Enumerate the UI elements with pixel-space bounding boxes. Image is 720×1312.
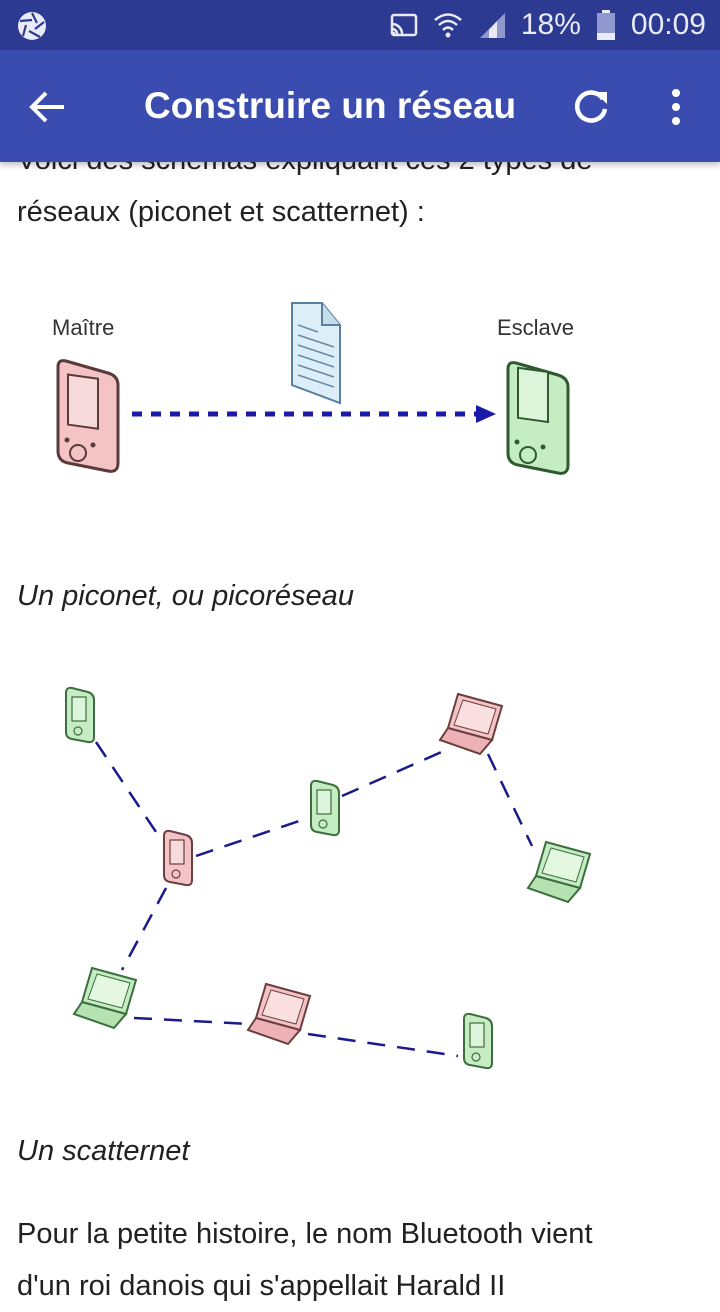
scatternet-diagram [65,686,591,1070]
article-content: Voici des schémas expliquant ces 2 types… [17,144,593,1302]
clock: 00:09 [630,8,706,41]
master-device-icon [56,359,120,473]
piconet-caption: Un piconet, ou picoréseau [17,580,354,612]
master-label: Maître [52,315,114,340]
arrow-back-icon[interactable] [22,82,72,132]
battery-percent: 18% [520,8,581,41]
more-vertical-icon[interactable] [654,82,698,132]
signal-icon [479,13,505,38]
network-links [94,741,534,1058]
master-laptop-2 [247,983,311,1045]
wifi-icon [434,13,462,38]
app-bar: Construire un réseau [0,50,720,162]
slave-device-3 [463,1012,493,1070]
slave-label: Esclave [497,315,574,340]
cast-icon [390,13,418,37]
scatternet-caption: Un scatternet [17,1135,190,1167]
master-laptop-1 [439,693,503,755]
intro-line: réseaux (piconet et scatternet) : [17,196,425,228]
page-title: Construire un réseau [144,85,517,126]
history-line-2: d'un roi danois qui s'appellait Harald I… [17,1270,506,1302]
battery-icon [596,10,615,40]
slave-laptop-1 [527,841,591,903]
master-device-1 [163,829,193,887]
slave-device-2 [310,779,340,837]
aperture-icon [18,12,46,40]
history-line-1: Pour la petite histoire, le nom Bluetoot… [17,1218,593,1250]
piconet-diagram: Maître Esclave [52,302,574,475]
slave-laptop-2 [73,967,137,1029]
refresh-icon[interactable] [566,82,616,132]
slave-device-1 [65,686,95,744]
arrow-head [476,405,496,423]
document-icon [291,302,341,405]
history-paragraph: Pour la petite histoire, le nom Bluetoot… [17,1208,697,1312]
status-bar: 18% 00:09 [0,0,720,50]
slave-device-icon [506,361,570,475]
